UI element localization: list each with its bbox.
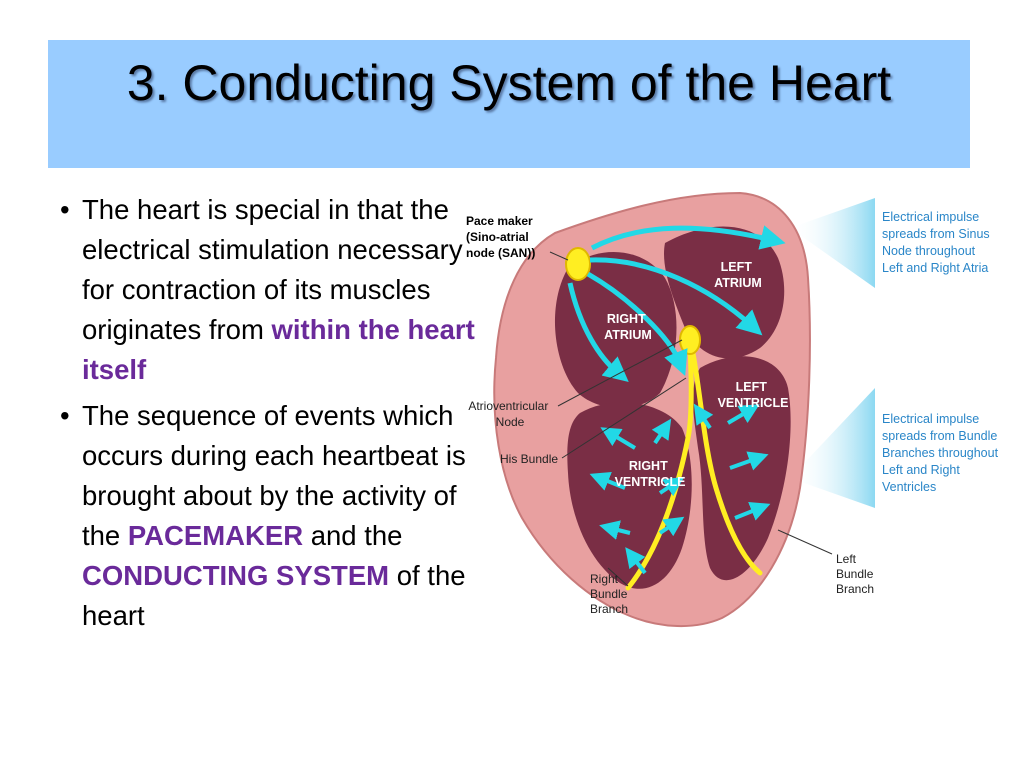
bullet-item: • The heart is special in that the elect… — [58, 190, 478, 390]
left-ventricle-chamber — [692, 356, 791, 581]
bullet-dot: • — [60, 400, 70, 431]
bullet-text: The sequence of events which occurs duri… — [82, 400, 466, 551]
bullet-text: of the heart — [82, 560, 466, 631]
right-atrium-label: RIGHT ATRIUM — [604, 312, 652, 342]
bullet-dot: • — [60, 194, 70, 225]
right-atrium-chamber — [554, 251, 677, 408]
av-node — [679, 325, 701, 355]
left-bundle-branch-label: Left Bundle Branch — [836, 552, 877, 596]
atria-beam — [790, 198, 875, 288]
slide-title: 3. Conducting System of the Heart — [126, 55, 892, 111]
bullet-emphasis-pacemaker: PACEMAKER — [127, 520, 304, 551]
sa-node — [565, 247, 591, 281]
bullet-emphasis-conducting-system: CONDUCTING SYSTEM — [82, 560, 390, 591]
right-bundle-branch-label: Right Bundle Branch — [590, 572, 631, 616]
ventricular-impulse-arrows — [589, 403, 771, 575]
title-band: 3. Conducting System of the Heart — [48, 40, 970, 168]
ventricle-beam — [790, 388, 875, 508]
bullet-list: • The heart is special in that the elect… — [58, 190, 478, 642]
bullet-item: • The sequence of events which occurs du… — [58, 396, 478, 636]
his-bundle-label: His Bundle — [500, 452, 558, 466]
bullet-text: and the — [303, 520, 403, 551]
av-node-label: Atrioventricular Node — [468, 399, 551, 429]
bullet-emphasis: within the heart itself — [82, 314, 475, 385]
right-ventricle-label: RIGHT VENTRICLE — [615, 459, 686, 489]
left-ventricle-label: LEFT VENTRICLE — [718, 380, 789, 410]
ventricles-impulse-note: Electrical impulse spreads from Bundle B… — [882, 412, 1002, 494]
atria-impulse-note: Electrical impulse spreads from Sinus No… — [882, 210, 993, 275]
pacemaker-label: Pace maker (Sino-atrial node (SAN)) — [466, 214, 536, 260]
right-ventricle-chamber — [567, 402, 692, 589]
his-bundle-branches — [625, 345, 763, 591]
heart-diagram: LEFT ATRIUM RIGHT ATRIUM LEFT VENTRICLE … — [466, 191, 1002, 627]
leader-lines — [549, 251, 833, 587]
left-atrium-label: LEFT ATRIUM — [714, 260, 762, 290]
bullet-text: The heart is special in that the electri… — [82, 194, 463, 345]
atrial-impulse-arrows — [567, 225, 786, 382]
